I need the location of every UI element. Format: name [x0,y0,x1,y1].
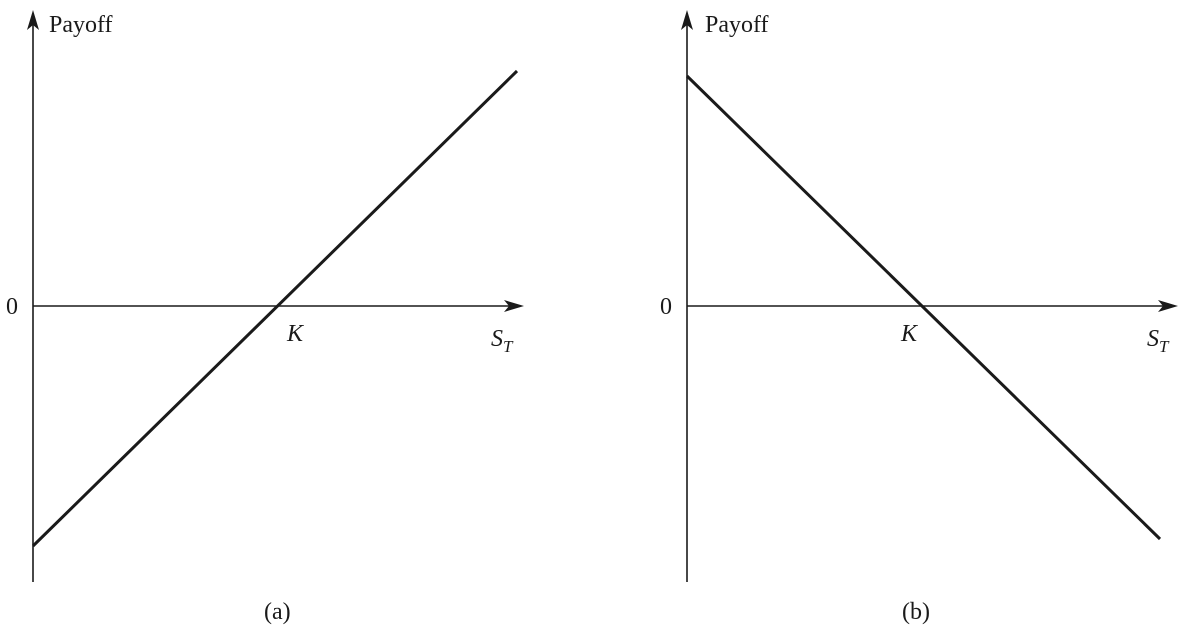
panel-b-caption: (b) [902,599,930,625]
panel-a-caption: (a) [264,599,291,625]
panel-b-strike-label: K [900,321,919,347]
panel-b-y-axis-label: Payoff [705,12,769,38]
panel-b-x-axis-arrow-icon [1158,300,1178,312]
panel-a-strike-label: K [286,321,305,347]
panel-b-payoff-line [685,74,1162,541]
panel-b-y-axis-arrow-icon [681,10,693,30]
panel-a-x-axis-label-sub: T [503,337,514,356]
panel-a-payoff-line [31,69,519,548]
panel-b-zero-label: 0 [660,294,672,320]
panel-a-zero-label: 0 [6,294,18,320]
panel-a-y-axis-arrow-icon [27,10,39,30]
panel-a: Payoff 0 K ST (a) [6,10,524,625]
panel-b: Payoff 0 K ST (b) [660,10,1178,625]
panel-a-x-axis-arrow-icon [504,300,524,312]
panel-b-x-axis-label-sub: T [1159,337,1170,356]
panel-a-x-axis-label-main: S [491,326,503,352]
panel-b-x-axis-label-main: S [1147,326,1159,352]
panel-a-x-axis-label: ST [491,326,514,356]
panel-b-x-axis-label: ST [1147,326,1170,356]
panel-a-y-axis-label: Payoff [49,12,113,38]
